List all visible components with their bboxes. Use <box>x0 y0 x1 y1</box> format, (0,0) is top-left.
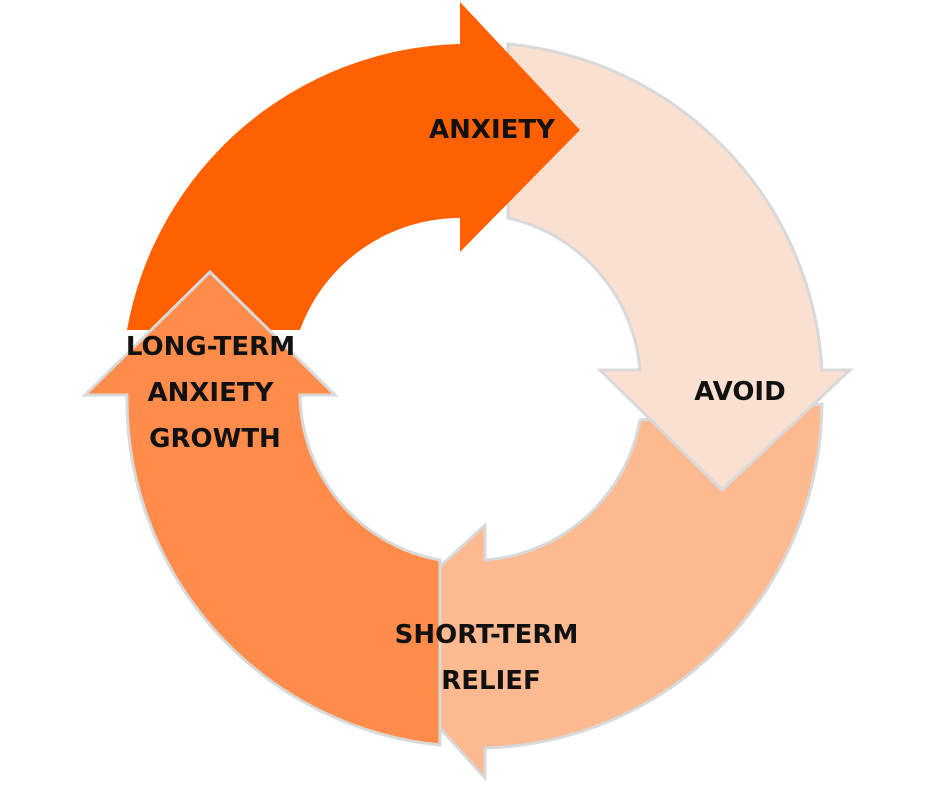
label-short-term-relief: SHORT-TERM RELIEF <box>395 620 588 696</box>
label-short-term-relief-line-2: RELIEF <box>441 666 541 696</box>
label-anxiety: ANXIETY <box>429 115 556 145</box>
label-long-term-anxiety-growth-line-1: LONG-TERM <box>126 332 295 362</box>
segment-anxiety <box>127 2 580 330</box>
label-long-term-anxiety-growth: LONG-TERM ANXIETY GROWTH <box>126 332 304 454</box>
segment-short-term-relief <box>357 402 824 782</box>
label-short-term-relief-line-1: SHORT-TERM <box>395 620 579 650</box>
label-long-term-anxiety-growth-line-3: GROWTH <box>149 424 281 454</box>
segment-avoid <box>506 42 854 493</box>
label-anxiety-line-1: ANXIETY <box>429 115 556 145</box>
label-avoid: AVOID <box>694 377 785 407</box>
label-long-term-anxiety-growth-line-2: ANXIETY <box>148 378 275 408</box>
cycle-labels: ANXIETY AVOID SHORT-TERM RELIEF LONG-TER… <box>126 115 786 696</box>
segment-long-term-anxiety-growth <box>81 269 442 747</box>
cycle-segments <box>81 2 854 782</box>
label-avoid-line-1: AVOID <box>694 377 785 407</box>
